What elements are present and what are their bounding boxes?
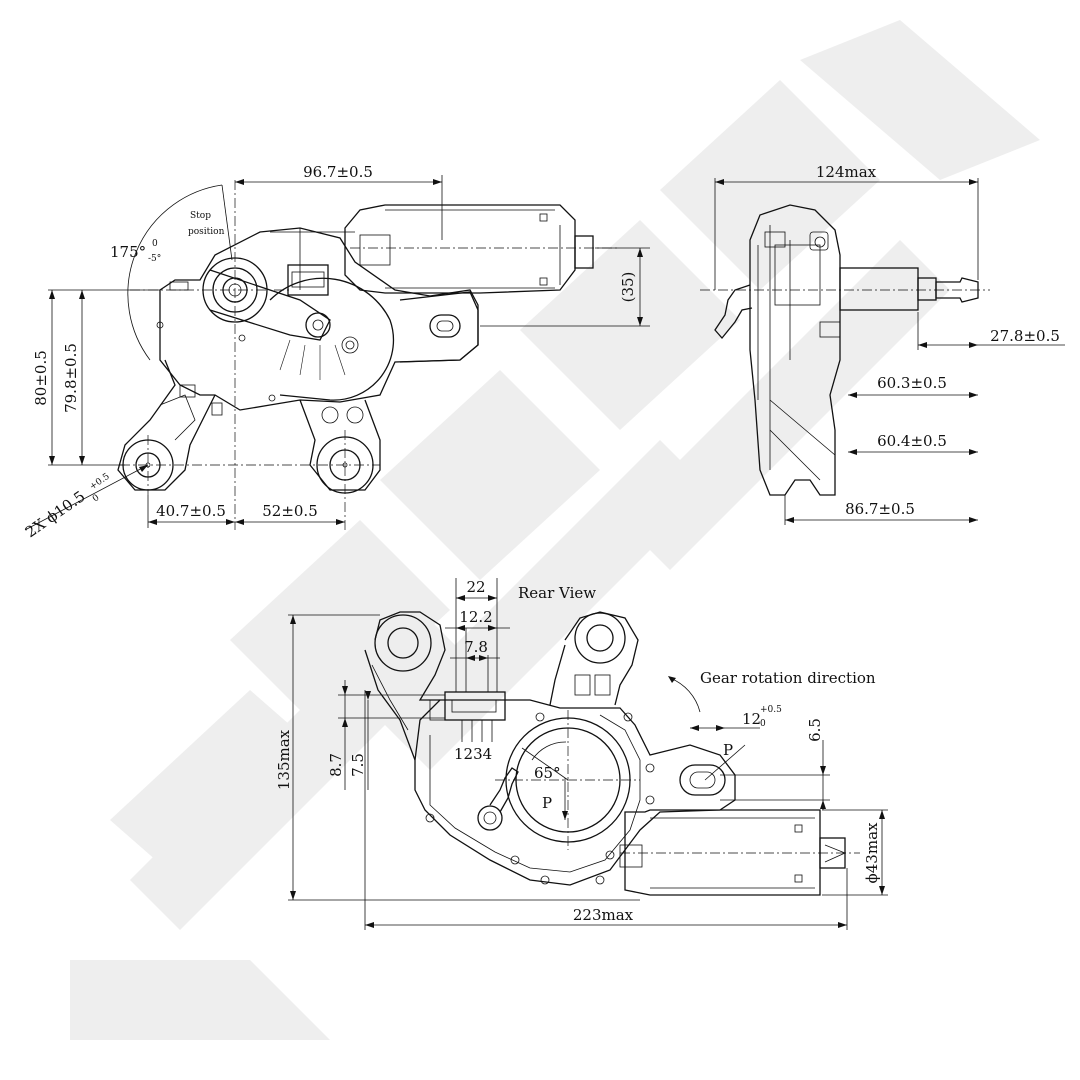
dim-6-5: 6.5 [806, 718, 824, 742]
label-p1: P [542, 794, 552, 812]
end-body [749, 204, 841, 496]
dim-8-7: 8.7 [327, 753, 345, 777]
side-view: 96.7±0.5 Stop position 175° 0 -5° (35) 8… [22, 163, 650, 541]
rear-view: Rear View 65° P [275, 578, 888, 930]
dim-12-tol-bottom: 0 [760, 719, 766, 729]
stop-label-1: Stop [190, 211, 211, 221]
end-view: 124max 27.8±0.5 60.3±0.5 60.4±0.5 86.7±0… [700, 163, 1065, 525]
rear-view-title: Rear View [518, 584, 596, 602]
rear-motor [624, 809, 821, 896]
dim-40-7: 40.7±0.5 [156, 502, 226, 520]
dim-7-5: 7.5 [349, 753, 367, 777]
dim-52: 52±0.5 [262, 502, 318, 520]
label-p2: P [723, 741, 733, 759]
dim-27-8: 27.8±0.5 [990, 327, 1060, 345]
dim-12-tol-top: +0.5 [760, 705, 782, 715]
side-gearbox [159, 227, 479, 411]
stop-label-2: position [188, 227, 225, 237]
hole-tol-top: +0.5 [88, 472, 112, 493]
dim-7-8: 7.8 [464, 638, 488, 656]
angle-65: 65° [534, 764, 561, 782]
side-motor-body [344, 204, 576, 294]
watermark-logo [70, 20, 1040, 1040]
dim-135: 135max [275, 729, 293, 790]
connector-pins: 1234 [454, 745, 492, 763]
dim-223: 223max [573, 906, 634, 924]
side-left-bracket [117, 359, 216, 491]
dim-22: 22 [466, 578, 485, 596]
dim-60-4: 60.4±0.5 [877, 432, 947, 450]
side-right-bracket [299, 399, 381, 491]
dim-12-2: 12.2 [459, 608, 492, 626]
dim-35: (35) [619, 272, 637, 303]
angle-tol-bottom: -5° [148, 254, 161, 264]
dim-79-8: 79.8±0.5 [62, 343, 80, 413]
hole-tol-bottom: 0 [91, 493, 102, 505]
dim-60-3: 60.3±0.5 [877, 374, 947, 392]
dim-43: ϕ43max [863, 822, 881, 883]
angle-tol-top: 0 [152, 239, 158, 249]
dim-96-7: 96.7±0.5 [303, 163, 373, 181]
dim-12: 12 [742, 710, 761, 728]
angle-175: 175° [110, 243, 146, 261]
hole-spec: 2X ϕ10.5 [22, 487, 89, 541]
gear-rotation-label: Gear rotation direction [700, 669, 876, 687]
dim-86-7: 86.7±0.5 [845, 500, 915, 518]
dim-80: 80±0.5 [32, 350, 50, 406]
dim-124: 124max [816, 163, 877, 181]
